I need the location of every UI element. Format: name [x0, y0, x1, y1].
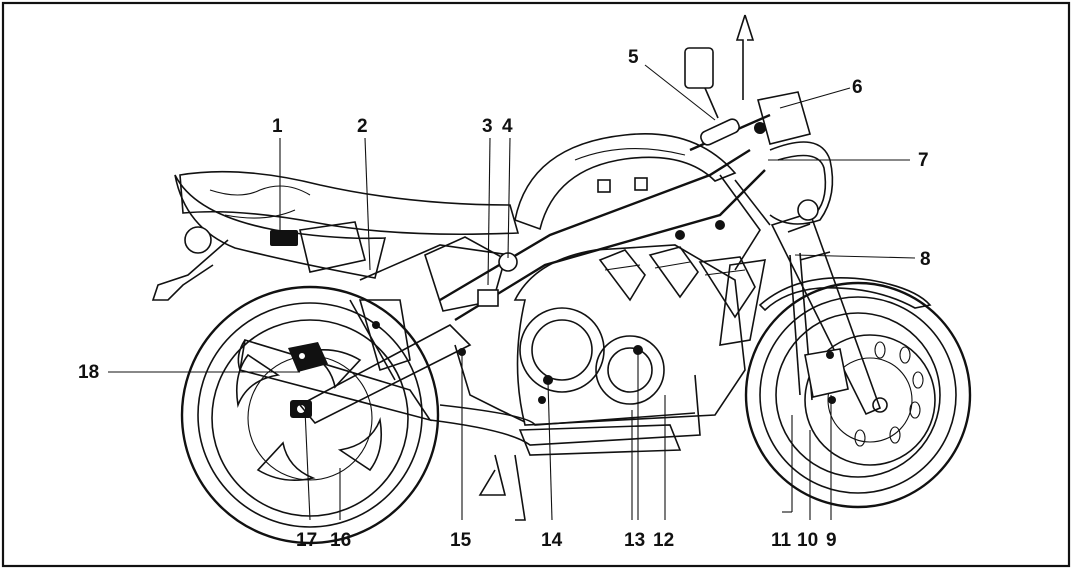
callout-9: 9 [826, 530, 837, 551]
motorcycle-illustration [151, 14, 972, 545]
callout-17: 17 [296, 530, 317, 551]
engine [513, 244, 756, 456]
callout-16: 16 [330, 530, 351, 551]
callout-12: 12 [653, 530, 674, 551]
rear-wheel [180, 285, 440, 545]
headlight [769, 141, 834, 225]
radiator [719, 259, 766, 346]
instrument-cluster [757, 91, 811, 145]
callout-7: 7 [918, 150, 929, 171]
frame [349, 148, 771, 381]
callout-5: 5 [628, 47, 639, 68]
callout-14: 14 [541, 530, 563, 551]
front-wheel [744, 281, 972, 509]
airbox [424, 236, 518, 312]
mirrors [684, 14, 755, 119]
callout-18: 18 [78, 362, 99, 383]
leader-lines [108, 64, 916, 521]
callout-8: 8 [920, 249, 931, 270]
callout-15: 15 [450, 530, 472, 551]
fuel-tank [514, 133, 737, 231]
callout-3: 3 [482, 116, 493, 137]
callout-6: 6 [852, 77, 863, 98]
callout-4: 4 [502, 116, 513, 137]
rear-brake-caliper [288, 342, 328, 372]
callout-labels: 1 2 3 4 5 6 7 8 9 10 11 12 13 14 15 16 1… [78, 47, 931, 551]
handlebar [689, 113, 771, 152]
side-cover [299, 221, 366, 273]
callout-11: 11 [771, 530, 792, 551]
callout-1: 1 [272, 116, 283, 137]
callout-10: 10 [797, 530, 818, 551]
tail-section [151, 174, 387, 301]
callout-13: 13 [624, 530, 645, 551]
swingarm [298, 299, 472, 425]
front-brake-caliper [804, 348, 849, 404]
callout-2: 2 [357, 116, 368, 137]
